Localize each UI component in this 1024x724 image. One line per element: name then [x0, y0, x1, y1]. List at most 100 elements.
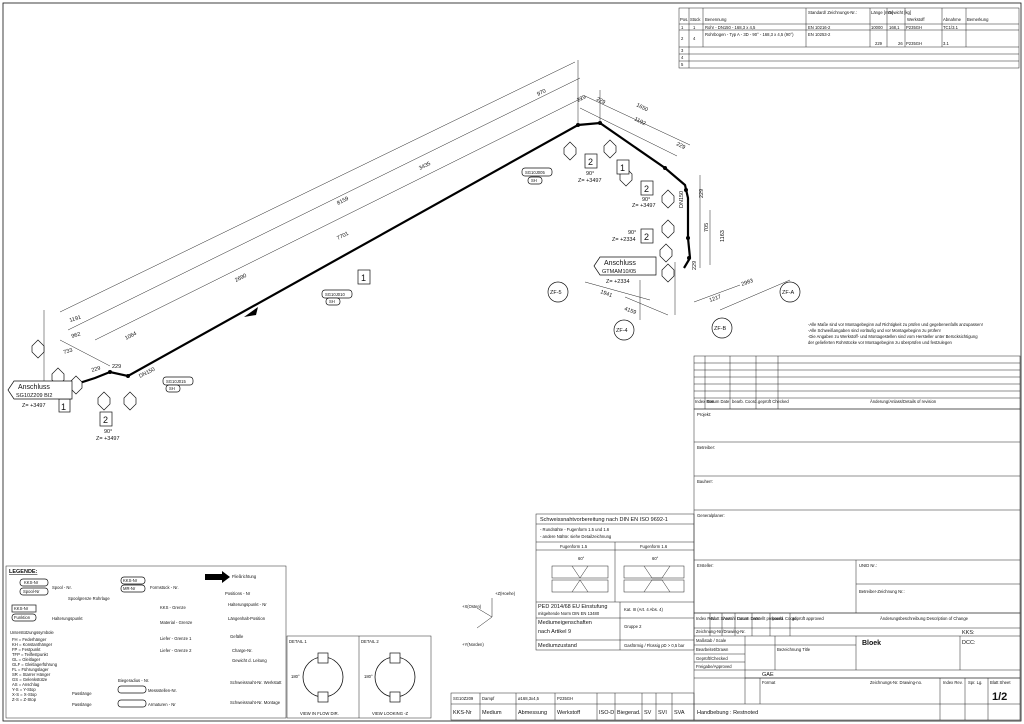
- bom-h-pos: Pos.: [680, 17, 688, 22]
- ped-category: Kat. III (Art. 4 Abs. 4): [624, 607, 663, 612]
- detail-2-view: VIEW LOOKING -Z: [372, 711, 409, 716]
- tb-sheet-label: Blatt Sheet: [990, 680, 1011, 685]
- groove-angle: 60°: [652, 556, 659, 561]
- dim-8159: 8159: [336, 196, 350, 207]
- strip-value: ø168,3x4,5: [518, 696, 540, 701]
- note-line: der gelieferten Rohrstücke vor Montagebe…: [808, 340, 953, 345]
- strip-label: SVA: [674, 710, 685, 716]
- support-item: Z-S = Z-Stop: [12, 697, 37, 702]
- dn-label: DN150: [679, 191, 685, 208]
- legend: LEGENDE: KKS-Nr Spool-Nr KKS-Nr Funktion…: [5, 565, 287, 719]
- bom-cell: 1: [681, 25, 684, 30]
- strip-label: ISO-D: [599, 710, 614, 716]
- tb-h-change: Änderungsbeschreibung Description of Cha…: [880, 616, 969, 621]
- detail-1-angle: 180°: [291, 674, 300, 679]
- support-item: GL = Gleitlager: [12, 657, 41, 662]
- bom-cell: TC1/3.1: [943, 25, 959, 30]
- bom-cell: P235GH: [906, 41, 922, 46]
- legend-item: KKS - Grenze: [160, 605, 187, 610]
- dim-229: 229: [692, 261, 698, 270]
- legend-item: Längenhalt-Position: [228, 616, 266, 621]
- dim-970: 970: [536, 88, 547, 98]
- dim-229: 229: [112, 364, 121, 370]
- dim-962: 962: [71, 331, 82, 339]
- dim-1941: 1941: [599, 289, 613, 299]
- dim-1191: 1191: [69, 315, 82, 324]
- dim-1064: 1064: [124, 331, 138, 342]
- fugenform-15: Fugenform 1.5: [560, 544, 588, 549]
- axis-z: +Z(Hoehe): [495, 591, 516, 596]
- support-item: AS = Anschlag: [12, 682, 40, 687]
- legend-item: Spoolgrenze Rohrlage: [68, 596, 110, 601]
- medium-article: nach Artikel 9: [538, 629, 571, 635]
- dim-229: 229: [91, 365, 102, 373]
- weld-prep-line: - andere Nähte: siehe Detailzeichnung: [540, 534, 612, 539]
- weld-type: SH: [329, 299, 335, 304]
- legend-title: LEGENDE:: [9, 569, 38, 575]
- bom-cell: 168,1: [889, 25, 900, 30]
- zf-label: ZF-4: [616, 328, 628, 334]
- anschluss-id: SG10Z209 BI2: [16, 393, 52, 399]
- tb-row: Bearbeitet/Drawn: [696, 647, 729, 652]
- pipe-route: [41, 121, 692, 397]
- field-betreiber-nr: Betreiber-Zeichnung Nr.:: [859, 589, 905, 594]
- legend-item: KKS-Nr: [14, 606, 29, 611]
- groove-angle: 60°: [578, 556, 585, 561]
- note-line: -Alle Schweißangaben sind vorläufig und …: [808, 328, 941, 333]
- weld-number: SG10J005: [525, 170, 545, 175]
- fugenform-16: Fugenform 1.6: [640, 544, 668, 549]
- project-fields: Projekt: Betreiber: Bauherr: Generalplan…: [693, 408, 1021, 614]
- strip-value: SG10Z209: [453, 696, 474, 701]
- dim-1217: 1217: [709, 294, 723, 304]
- legend-item: Funktion: [14, 615, 31, 620]
- rev-h-desc: Änderung/Anlass/Details of revision: [870, 399, 937, 404]
- bom-cell: P235GH: [906, 25, 922, 30]
- strip-label: Abmessung: [518, 710, 547, 716]
- legend-item: KKS-Nr: [24, 580, 39, 585]
- bom-cell: 4: [681, 55, 684, 60]
- rev-h-coord: bearb. Coord.: [732, 399, 758, 404]
- legend-item: Halterungspunkt: [52, 616, 83, 621]
- note-line: -Die Angaben zu Werkstoff- und Montagest…: [808, 334, 978, 339]
- legend-item: KKS-Nr: [123, 578, 138, 583]
- field-bauherr: Bauherr:: [697, 479, 713, 484]
- support-item: TFP = Teilfestpunkt: [12, 652, 49, 657]
- zf-markers: ZF-5 ZF-4 ZF-B ZF-A: [547, 281, 801, 341]
- rev-h-checked: geprüft Checked: [758, 399, 789, 404]
- legend-item: Positions - Nr: [225, 591, 251, 596]
- strip-label: Biegerad.: [617, 710, 641, 716]
- detail-2-angle: 180°: [364, 674, 373, 679]
- bom-cell: 10000: [871, 25, 883, 30]
- dim-1192: 1192: [633, 116, 646, 127]
- elbow-angle: 90°: [586, 171, 594, 177]
- dimension-labels: 970 229 229 1650 1192 229 8159 3435 7701…: [63, 88, 754, 380]
- support-item: X-S = X-Stop: [12, 692, 37, 697]
- bom-h-mat: Werkstoff: [907, 17, 925, 22]
- legend-item: Passlänge: [72, 702, 92, 707]
- strip-label: Werkstoff: [557, 710, 580, 716]
- title-block: Index Rev. Blatt Sheet Anzahl Count Datu…: [693, 612, 1021, 721]
- tb-gae: GAE: [762, 672, 774, 678]
- dim-3435: 3435: [418, 161, 432, 172]
- weld-number: SG10J015: [166, 379, 186, 384]
- bom-h-len: Länge [mm]: [871, 10, 893, 15]
- dim-229: 229: [699, 189, 705, 198]
- position-number: 1: [361, 273, 366, 283]
- anschluss-z: Z= +2334: [606, 279, 630, 285]
- bom-cell: 3: [681, 48, 684, 53]
- bom-h-desc: Benennung: [705, 17, 727, 22]
- tb-handbebung: Handbebung : Restnoted: [697, 710, 758, 716]
- bom-h-insp: Abnahme: [943, 17, 962, 22]
- axis-x: +X(Osten): [462, 604, 482, 609]
- axis-y: +Y(Norden): [462, 642, 484, 647]
- anschluss-right: Anschluss GTMAM10/05 Z= +2334: [593, 256, 657, 285]
- legend-item: Fließrichtung: [232, 574, 257, 579]
- tb-h-date: Datum Date: [737, 616, 760, 621]
- dim-2690: 2690: [234, 273, 248, 284]
- dim-1163: 1163: [720, 230, 726, 242]
- axis-triad: +Z(Hoehe) +X(Osten) +Y(Norden): [462, 591, 516, 647]
- field-betreiber: Betreiber:: [697, 445, 715, 450]
- detail-1-view: VIEW IN FLOW DIR.: [300, 711, 339, 716]
